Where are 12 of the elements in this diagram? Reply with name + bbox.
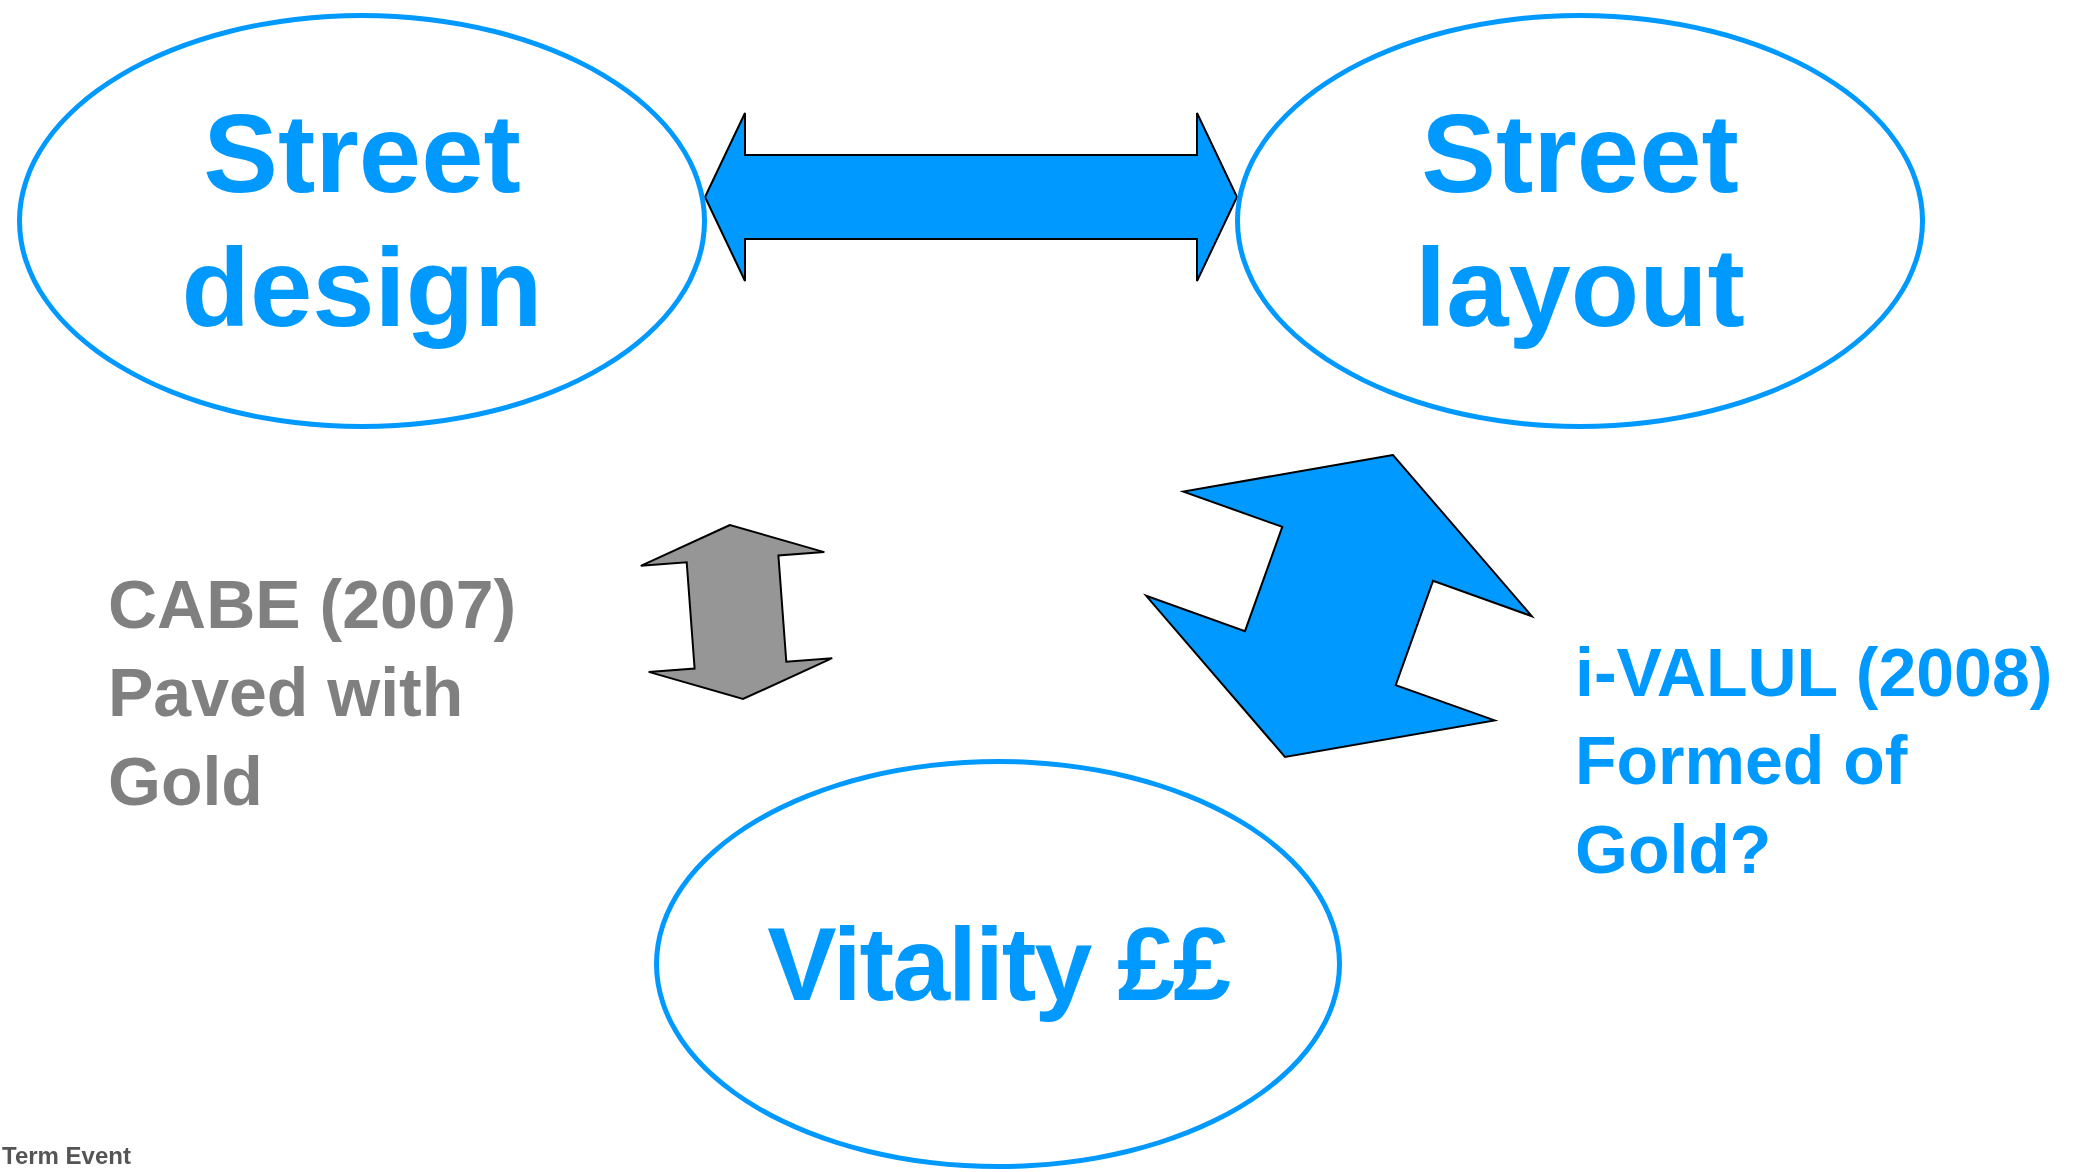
ellipse-node [17, 13, 707, 429]
block-arrow [1142, 453, 1536, 759]
footer-text: Term Event [2, 1141, 132, 1171]
ellipse-node [1235, 13, 1925, 429]
ellipse-node [654, 759, 1342, 1169]
block-arrow [639, 523, 834, 701]
block-arrow [703, 112, 1239, 282]
source-note: i-VALUL (2008) Formed of Gold? [1575, 633, 2054, 889]
node-title: Street layout [1414, 89, 1746, 352]
source-note: CABE (2007) Paved with Gold [108, 565, 518, 821]
node-title: Street design [180, 89, 544, 352]
node-title: Vitality ££ [767, 904, 1229, 1024]
